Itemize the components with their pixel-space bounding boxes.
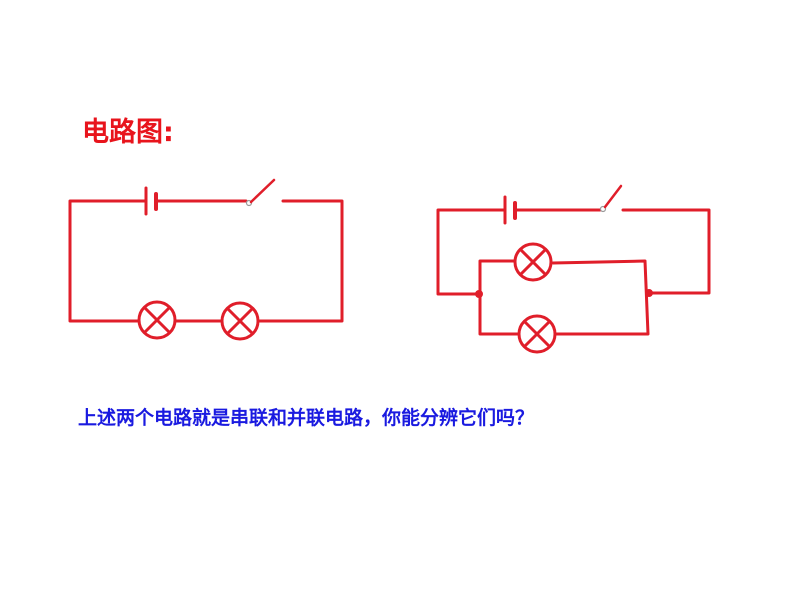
bulb-icon [517,314,557,354]
junction-dot [645,289,653,297]
parallel-circuit [436,184,711,354]
parallel-branch-upper-right [551,259,650,336]
switch-icon [599,184,623,213]
parallel-wire-left [436,208,507,296]
bulb-icon [220,301,260,341]
series-wire-right [257,199,344,323]
battery-icon [503,195,517,225]
parallel-wire-right [621,208,711,295]
question-text: 上述两个电路就是串联和并联电路，你能分辨它们吗？ [78,407,535,429]
series-circuit [68,178,344,341]
bulb-icon [137,300,177,340]
junction-dot [475,290,483,298]
battery-icon [144,186,158,216]
bulb-icon [513,242,553,282]
page-title: 电路图: [82,117,174,148]
switch-icon [245,178,276,207]
parallel-branch-upper-left [478,259,520,336]
series-wire-left [68,199,148,323]
